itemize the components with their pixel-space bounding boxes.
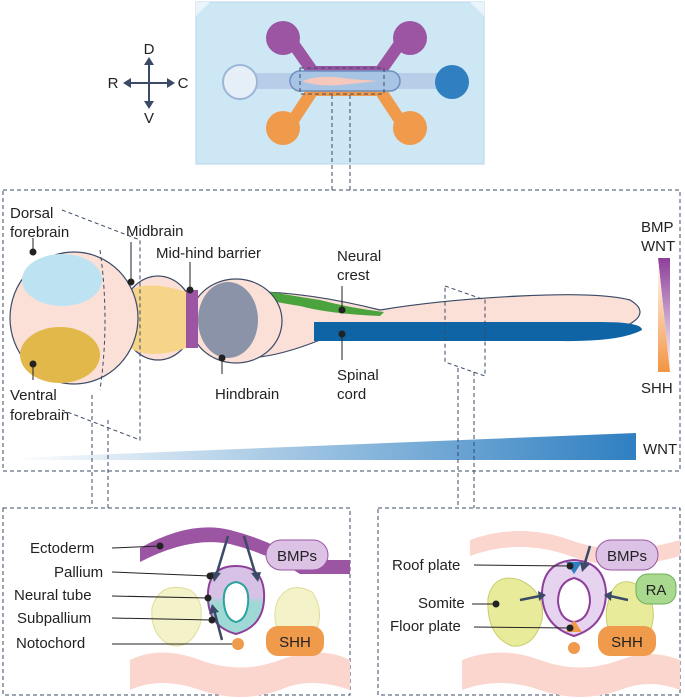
axis-caudal-label: C <box>178 75 189 92</box>
axis-compass: D V R C <box>108 41 189 127</box>
bmps-bubble-right <box>595 539 659 571</box>
spinal-section-plane <box>444 285 486 377</box>
bmps-bubble-right-label: BMPs <box>607 548 647 565</box>
axis-ventral-label: V <box>144 110 154 127</box>
midbrain-yellow <box>130 285 186 354</box>
organ-on-chip <box>195 1 485 190</box>
dv-top-label-1: BMP <box>641 219 674 236</box>
notochord-label: Notochord <box>16 635 85 652</box>
neural-tube-organoid <box>9 209 642 441</box>
hindbrain-gray <box>198 282 258 358</box>
ra-bubble <box>635 573 677 605</box>
axis-dorsal-label: D <box>144 41 155 58</box>
ventral-forebrain <box>20 327 100 383</box>
spinal-cord-label: Spinal <box>337 367 379 384</box>
shh-bubble-right-label: SHH <box>611 634 643 651</box>
shh-bubble-right <box>598 626 656 656</box>
dv-bottom-label: SHH <box>641 380 673 397</box>
neural-tube-label: Neural tube <box>14 587 92 604</box>
shh-bubble-left <box>266 626 324 656</box>
main-panel-frame <box>2 189 681 472</box>
pallium-label: Pallium <box>54 564 103 581</box>
spinal-cord-label-2: cord <box>337 386 366 403</box>
spinal-cord-ventral <box>314 322 642 342</box>
left-mesenchyme <box>151 586 202 647</box>
wnt-gradient-wedge <box>14 433 636 460</box>
left-section-callouts: Ectoderm Pallium Neural tube Subpallium … <box>14 540 232 652</box>
neural-crest-label-2: crest <box>337 267 370 284</box>
spinal-lumen <box>556 576 592 624</box>
ventral-tissue <box>462 652 680 697</box>
somite-label: Somite <box>418 595 465 612</box>
ventral-forebrain-label: Ventral <box>10 387 57 404</box>
forebrain-cross-section: BMPs SHH <box>130 527 350 697</box>
shh-bubble-left-label: SHH <box>279 634 311 651</box>
ventral-forebrain-label-2: forebrain <box>10 407 69 424</box>
mid-hind-barrier-label: Mid-hind barrier <box>156 245 261 262</box>
chip-glare-right <box>470 2 484 16</box>
shh-wedge <box>658 258 670 372</box>
forebrain-section-plane <box>61 209 141 441</box>
right-section-callouts: Roof plate Somite Floor plate <box>390 557 574 635</box>
central-channel <box>222 64 469 100</box>
mesoderm-tissue <box>130 652 350 697</box>
subpallium-label: Subpallium <box>17 610 91 627</box>
forebrain-section-frame <box>2 507 351 696</box>
axis-rostral-label: R <box>108 75 119 92</box>
ectoderm-label: Ectoderm <box>30 540 94 557</box>
neural-crest-label: Neural <box>337 248 381 265</box>
midbrain-label: Midbrain <box>126 223 184 240</box>
dorsal-forebrain-label: Dorsal <box>10 205 53 222</box>
bmps-bubble-left-label: BMPs <box>277 548 317 565</box>
ra-bubble-label: RA <box>646 582 667 599</box>
spinal-cross-section: BMPs RA SHH <box>462 531 680 697</box>
floor-plate-label: Floor plate <box>390 618 461 635</box>
main-callouts: Dorsal forebrain Ventral forebrain Midbr… <box>10 205 381 424</box>
roof-plate-label: Roof plate <box>392 557 460 574</box>
hindbrain-label: Hindbrain <box>215 386 279 403</box>
mid-hind-barrier <box>186 290 198 348</box>
dv-top-label-2: WNT <box>641 238 675 255</box>
dorsal-forebrain <box>22 254 102 306</box>
dorsal-forebrain-label-2: forebrain <box>10 224 69 241</box>
forebrain-section-curve <box>99 249 106 391</box>
chip-glare <box>196 2 210 16</box>
neural-tube-lumen <box>222 580 250 624</box>
spinal-notochord <box>568 642 580 654</box>
left-somite <box>487 577 544 647</box>
wnt-gradient-label: WNT <box>643 441 677 458</box>
spinal-section-frame <box>377 507 681 696</box>
bmps-bubble-left <box>265 539 329 571</box>
dv-gradient-legend: BMP WNT SHH <box>641 219 675 397</box>
notochord <box>232 638 244 650</box>
